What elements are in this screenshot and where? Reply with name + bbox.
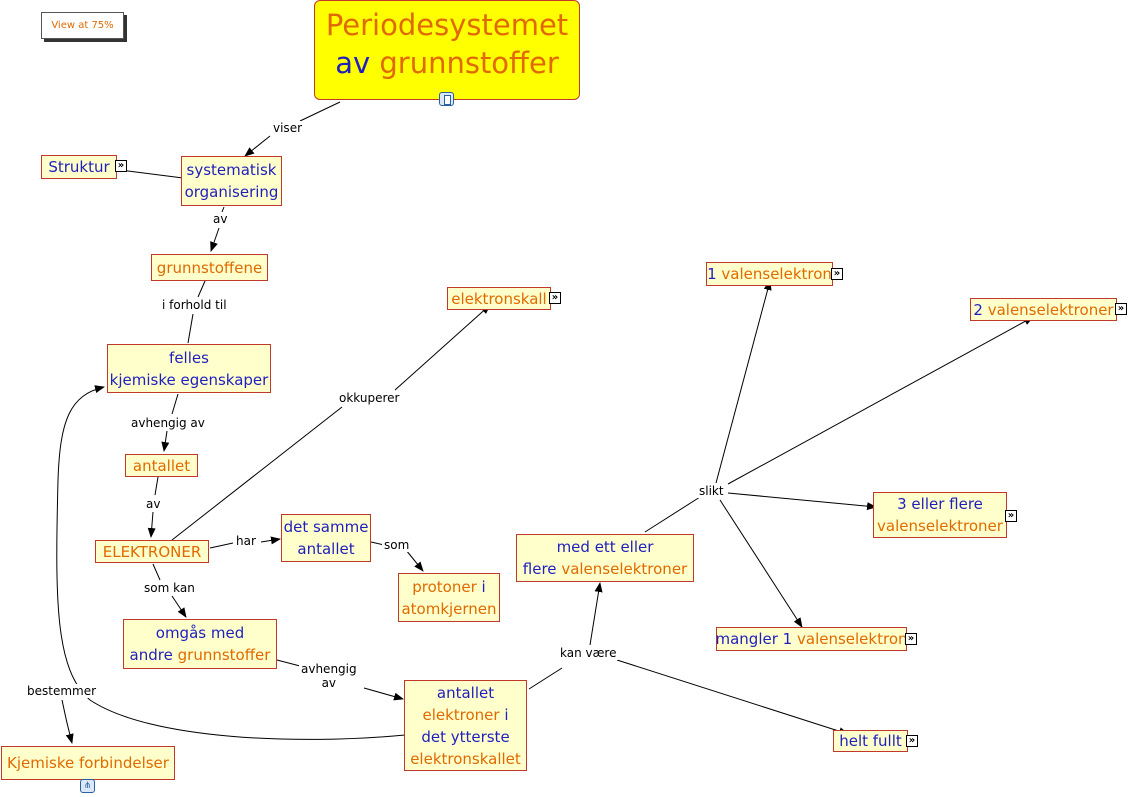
expand-arrow-icon[interactable]: » (1115, 303, 1127, 315)
concept-omgas-word-andre: andre (129, 646, 173, 664)
document-icon[interactable] (439, 92, 454, 106)
concept-v3-line1: 3 eller flere (897, 495, 983, 513)
concept-omgas-line1: omgås med (155, 624, 245, 642)
concept-protoner-line2: atomkjernen (401, 599, 497, 618)
concept-ytterste-word-i: i (504, 705, 509, 724)
expand-arrow-icon[interactable]: » (905, 633, 917, 645)
concept-antallet-elektroner-ytterste-skall[interactable]: antallet elektroner i det ytterste elekt… (404, 680, 527, 771)
link-label-avhengig-av: avhengig av (129, 416, 207, 430)
concept-ytterste-word-elektroner: elektroner (422, 705, 500, 724)
concept-ytterste-line3: det ytterste (421, 727, 510, 746)
concept-elektroner[interactable]: ELEKTRONER (95, 540, 209, 563)
concept-v3-line2: valenselektroner (877, 517, 1003, 535)
concept-felles-line1: felles (169, 348, 209, 367)
concept-3-eller-flere-valenselektroner[interactable]: 3 eller flere valenselektroner (873, 492, 1007, 538)
concept-mangler-text: mangler 1 valenselektron (716, 628, 908, 650)
concept-v2-number: 2 (973, 300, 983, 319)
concept-v1-word: valenselektron (721, 265, 832, 283)
concept-mangler-prefix: mangler 1 (715, 630, 793, 648)
link-label-av: av (144, 497, 163, 511)
concept-mangler-1-valenselektron[interactable]: mangler 1 valenselektron (716, 627, 908, 651)
concept-grunnstoffene[interactable]: grunnstoffene (151, 254, 268, 281)
concept-det-samme-line1: det samme (283, 518, 369, 536)
concept-systematisk-organisering[interactable]: systematisk organisering (181, 156, 282, 206)
title-line-1: Periodesystemet (325, 8, 569, 42)
expand-arrow-icon[interactable]: » (549, 292, 561, 304)
concept-med-ett-eller-flere-valenselektroner[interactable]: med ett eller flere valenselektroner (516, 534, 694, 582)
link-label-avhengig-av-2-line2: av (321, 676, 337, 690)
concept-protoner-line1: protoner i (412, 576, 485, 598)
concept-omgas-word-grunnstoffer: grunnstoffer (177, 646, 271, 664)
link-label-bestemmer: bestemmer (25, 684, 99, 698)
concept-ytterste-line2: elektroner i (422, 704, 508, 726)
concept-helt-fullt-label: helt fullt (839, 732, 902, 750)
title-word-grunnstoffer: grunnstoffer (379, 46, 559, 80)
link-label-av: av (211, 212, 230, 226)
title-line-2: av grunnstoffer (315, 44, 579, 82)
link-label-i-forhold-til: i forhold til (160, 298, 229, 312)
concept-omgas-med-andre-grunnstoffer[interactable]: omgås med andre grunnstoffer (123, 619, 277, 669)
concept-ytterste-line1: antallet (436, 683, 495, 702)
concept-det-samme-antallet[interactable]: det samme antallet (281, 514, 371, 562)
concept-map-icon[interactable]: ⋔ (80, 779, 95, 793)
title-word-av: av (335, 46, 371, 80)
concept-v1-number: 1 (707, 265, 717, 283)
concept-v2-text: 2 valenselektroner (973, 299, 1113, 321)
expand-arrow-icon[interactable]: » (831, 268, 843, 280)
concept-medett-word-valenselektroner: valenselektroner (561, 560, 688, 578)
concept-omgas-line2: andre grunnstoffer (130, 644, 271, 666)
concept-felles-kjemiske-egenskaper[interactable]: felles kjemiske egenskaper (107, 344, 271, 393)
expand-arrow-icon[interactable]: » (906, 735, 918, 747)
concept-systematisk-line2: organisering (184, 183, 279, 201)
view-zoom-label: View at 75% (51, 20, 114, 31)
concept-elektroner-label: ELEKTRONER (102, 542, 202, 561)
concept-mangler-word: valenselektron (797, 630, 908, 648)
link-label-som: som (382, 538, 412, 552)
concept-grunnstoffene-label: grunnstoffene (156, 258, 263, 277)
concept-v2-word: valenselektroner (987, 300, 1114, 319)
concept-1-valenselektron[interactable]: 1 valenselektron (706, 262, 833, 286)
concept-2-valenselektroner[interactable]: 2 valenselektroner (970, 298, 1117, 321)
concept-elektronskall[interactable]: elektronskall (447, 287, 551, 310)
concept-elektronskall-label: elektronskall (451, 289, 547, 308)
concept-helt-fullt[interactable]: helt fullt (833, 730, 908, 752)
concept-ytterste-line4: elektronskallet (410, 749, 521, 768)
concept-protoner-word-i: i (481, 577, 486, 596)
concept-medett-word-flere: flere (522, 560, 557, 578)
link-label-som-kan: som kan (142, 581, 197, 595)
concept-medett-line1: med ett eller (556, 538, 654, 556)
expand-arrow-icon[interactable]: » (115, 160, 127, 172)
concept-protoner-i-atomkjernen[interactable]: protoner i atomkjernen (398, 573, 500, 622)
concept-felles-line2: kjemiske egenskaper (109, 370, 269, 389)
concept-struktur-label: Struktur (48, 158, 110, 176)
link-label-okkuperer: okkuperer (337, 391, 402, 405)
link-label-slikt: slikt (697, 484, 726, 498)
link-label-har: har (234, 534, 258, 548)
link-label-kan-vaere: kan være (558, 646, 619, 660)
link-label-avhengig-av-2: avhengig av (299, 662, 359, 690)
concept-kjemiske-label: Kjemiske forbindelser (7, 754, 169, 772)
concept-struktur[interactable]: Struktur (41, 155, 117, 179)
concept-antallet-label: antallet (132, 456, 191, 475)
expand-arrow-icon[interactable]: » (1005, 510, 1017, 522)
concept-kjemiske-forbindelser[interactable]: Kjemiske forbindelser (1, 746, 175, 780)
concept-det-samme-line2: antallet (297, 540, 355, 558)
concept-protoner-word: protoner (412, 577, 477, 596)
view-zoom-button[interactable]: View at 75% (41, 12, 124, 39)
concept-v1-text: 1 valenselektron (707, 263, 832, 285)
concept-systematisk-line1: systematisk (186, 161, 277, 179)
concept-medett-line2: flere valenselektroner (523, 558, 687, 580)
root-concept-title[interactable]: Periodesystemet av grunnstoffer (314, 0, 580, 100)
concept-antallet[interactable]: antallet (125, 454, 198, 477)
link-label-avhengig-av-2-line1: avhengig (301, 662, 357, 676)
link-label-viser: viser (271, 121, 305, 135)
